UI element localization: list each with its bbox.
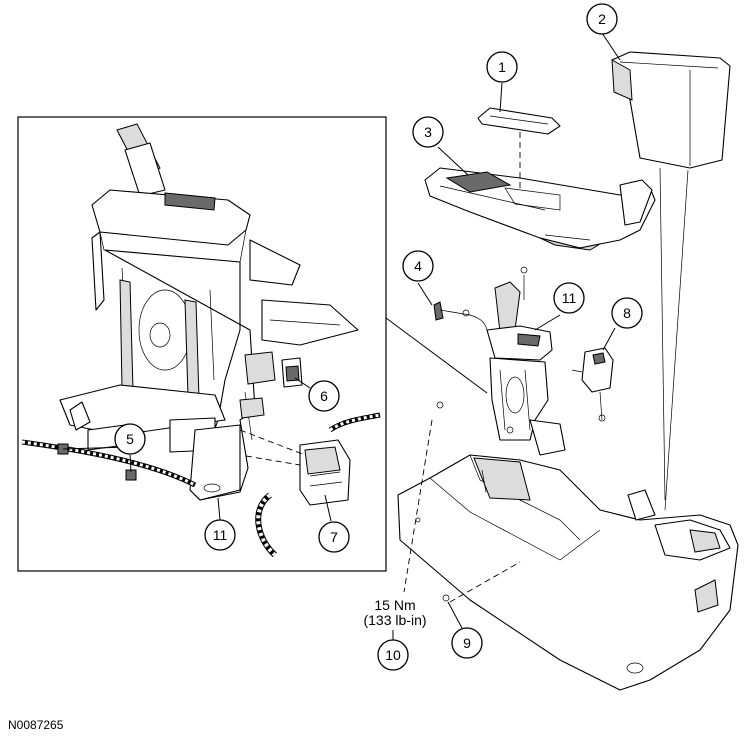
torque-spec: 15 Nm (133 lb-in)	[350, 598, 440, 628]
svg-text:2: 2	[598, 11, 606, 27]
callout-6: 6	[308, 380, 340, 412]
svg-text:8: 8	[623, 305, 631, 321]
shifter-assembly-main	[433, 275, 566, 456]
svg-text:1: 1	[498, 59, 506, 75]
callout-9: 9	[451, 627, 483, 659]
control-module	[571, 347, 614, 421]
inset-wiring-harness	[21, 439, 197, 488]
callout-5: 5	[114, 423, 146, 455]
torque-alt-value: (133 lb-in)	[363, 612, 427, 628]
callout-1: 1	[486, 51, 518, 83]
torque-value: 15 Nm	[374, 597, 416, 613]
svg-text:9: 9	[463, 635, 471, 651]
console-top-panel	[424, 167, 656, 251]
storage-bin	[611, 51, 731, 511]
callout-3: 3	[412, 116, 444, 148]
inset-shifter-assembly	[21, 123, 381, 558]
svg-text:6: 6	[320, 388, 328, 404]
callout-8: 8	[611, 297, 643, 329]
lower-console-body	[397, 266, 739, 691]
inset-pointer-line	[385, 317, 488, 394]
callout-2: 2	[586, 3, 618, 35]
callout-7: 7	[318, 521, 350, 553]
svg-text:7: 7	[330, 529, 338, 545]
svg-text:5: 5	[126, 431, 134, 447]
callout-11-main: 11	[553, 282, 585, 314]
svg-text:4: 4	[414, 258, 422, 274]
detail-inset-frame	[17, 116, 387, 572]
svg-text:11: 11	[562, 290, 577, 306]
callout-10: 10	[377, 639, 409, 671]
bezel-part	[477, 107, 561, 190]
svg-text:3: 3	[424, 124, 432, 140]
callout-4: 4	[402, 250, 434, 282]
leader-lines	[62, 32, 621, 640]
svg-text:11: 11	[213, 527, 228, 543]
svg-text:10: 10	[385, 647, 401, 663]
callout-11-inset: 11	[204, 519, 236, 551]
figure-id: N0087265	[8, 718, 64, 732]
